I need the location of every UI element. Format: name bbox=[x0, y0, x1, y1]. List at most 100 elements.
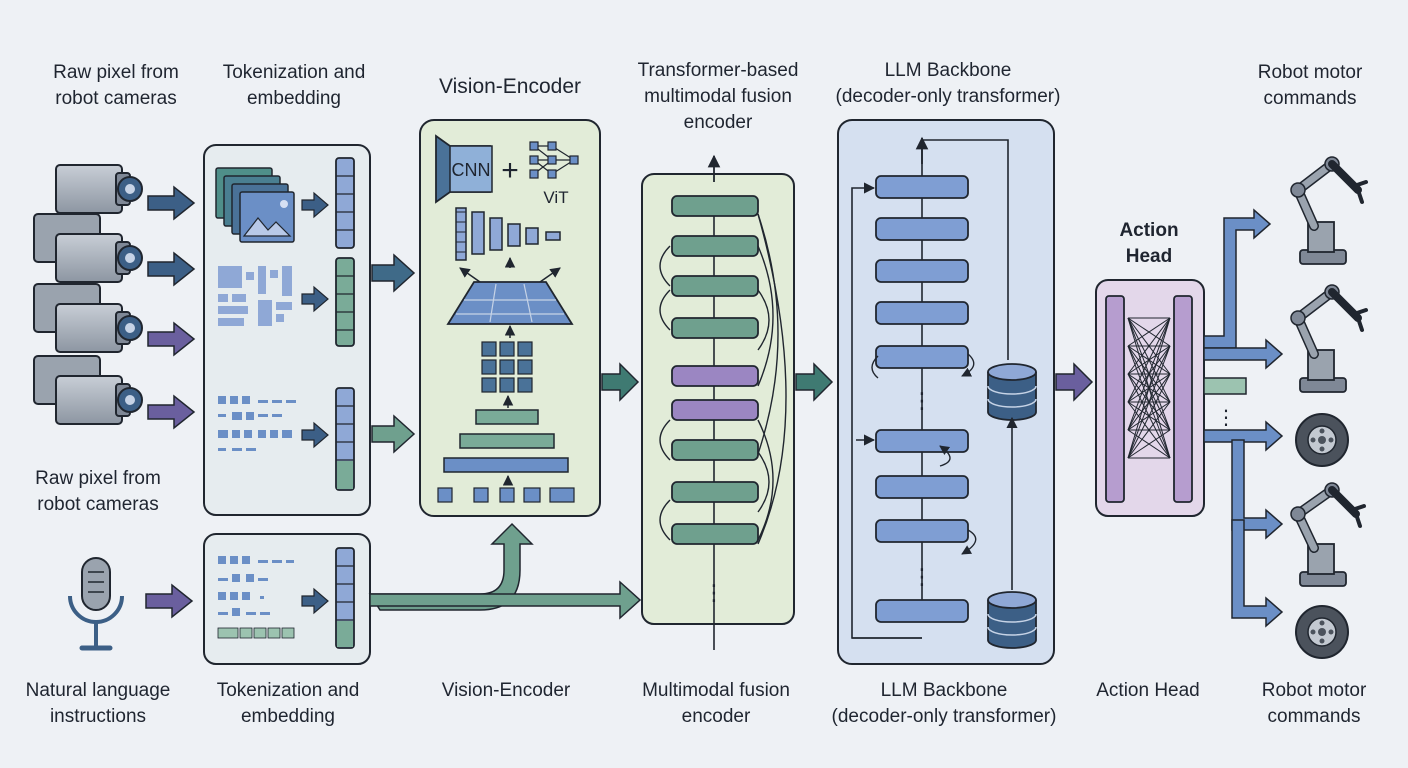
camera-icon bbox=[33, 283, 143, 353]
label-tokenization-bottom: Tokenization and embedding bbox=[216, 680, 360, 727]
cnn-icon: CNN bbox=[435, 134, 493, 204]
decoder-layer-block bbox=[875, 519, 969, 543]
label-natural-language: Natural language instructions bbox=[25, 680, 171, 727]
arrow-right-icon bbox=[371, 253, 416, 293]
label-tokenization-top: Tokenization and embedding bbox=[222, 62, 366, 109]
output-arrows bbox=[1203, 208, 1284, 628]
label-fusion-top: Transformer-based multimodal fusion enco… bbox=[637, 60, 799, 133]
label-action-head-top: Action Head bbox=[1119, 220, 1179, 267]
label-llm-top: LLM Backbone (decoder-only transformer) bbox=[835, 60, 1061, 107]
arrow-right-icon bbox=[145, 583, 194, 619]
token-column bbox=[335, 257, 355, 347]
decoder-layer-block bbox=[875, 345, 969, 369]
mesh-edge bbox=[1127, 317, 1171, 459]
fusion-encoder-box: ⋮ bbox=[641, 154, 795, 650]
cnn-label: CNN bbox=[452, 160, 491, 180]
label-vision-encoder-bottom: Vision-Encoder bbox=[441, 680, 571, 701]
arrow-right-icon bbox=[147, 251, 196, 287]
label-robot-motor-top: Robot motor commands bbox=[1257, 62, 1363, 109]
wheel-icon bbox=[1295, 413, 1349, 467]
database-icon bbox=[987, 591, 1037, 649]
mesh-edge bbox=[1127, 317, 1171, 347]
robot-arm-icon bbox=[1290, 284, 1368, 393]
mesh-edge bbox=[1127, 317, 1171, 403]
llm-backbone-box: ⋮ ⋮ bbox=[837, 119, 1055, 665]
plus-sign: + bbox=[501, 154, 519, 187]
fusion-layers bbox=[671, 195, 759, 545]
patch-grid-icon bbox=[481, 341, 533, 393]
fusion-layer-block bbox=[671, 195, 759, 217]
vit-network-icon bbox=[529, 141, 579, 179]
action-head-box bbox=[1095, 279, 1205, 517]
mesh-edge bbox=[1127, 429, 1171, 459]
fusion-layer-block bbox=[671, 317, 759, 339]
decoder-layer-block bbox=[875, 217, 969, 241]
llm-ellipsis-1: ⋮ bbox=[911, 389, 933, 414]
mesh-edge bbox=[1127, 317, 1171, 375]
arrow-right-icon bbox=[795, 362, 834, 402]
language-branch-arrow bbox=[368, 522, 642, 620]
camera-icon bbox=[33, 355, 143, 425]
label-fusion-bottom: Multimodal fusion encoder bbox=[642, 680, 790, 727]
decoder-layers bbox=[875, 175, 969, 623]
vit-label: ViT bbox=[543, 188, 568, 207]
robot-arm-icon bbox=[1290, 156, 1368, 265]
decoder-layer-block bbox=[875, 301, 969, 325]
decoder-layer-block bbox=[875, 259, 969, 283]
fusion-layer-block bbox=[671, 365, 759, 387]
skip-connections bbox=[851, 139, 1009, 639]
fusion-layer-block bbox=[671, 235, 759, 257]
arrow-right-icon bbox=[147, 394, 196, 430]
output-ellipsis: ⋮ bbox=[1216, 405, 1236, 429]
arrow-right-icon bbox=[147, 321, 196, 357]
mesh-edge bbox=[1127, 373, 1171, 459]
arrow-right-icon bbox=[147, 185, 196, 221]
arrow-right-icon bbox=[601, 362, 640, 402]
decoder-layer-block bbox=[875, 175, 969, 199]
vision-encoder-box: CNN + ViT bbox=[419, 119, 601, 517]
camera-icon bbox=[33, 213, 143, 283]
fully-connected-mesh bbox=[1127, 317, 1171, 459]
camera-group bbox=[33, 164, 143, 425]
arc-connections bbox=[871, 353, 977, 555]
mesh-edge bbox=[1127, 317, 1171, 431]
attention-plane-icon bbox=[446, 281, 574, 325]
arrow-right-icon bbox=[301, 587, 329, 615]
fusion-layer-block bbox=[671, 399, 759, 421]
fusion-layer-block bbox=[671, 523, 759, 545]
arrow-right-icon bbox=[301, 421, 329, 449]
token-column bbox=[335, 157, 355, 249]
fusion-layer-block bbox=[671, 481, 759, 503]
residual-connections bbox=[659, 213, 787, 545]
tokenization-box bbox=[203, 144, 371, 516]
label-llm-bottom: LLM Backbone (decoder-only transformer) bbox=[831, 680, 1057, 727]
fusion-layer-block bbox=[671, 439, 759, 461]
patch-grid-icon bbox=[218, 266, 292, 326]
feature-bars bbox=[455, 207, 561, 261]
label-robot-motor-bottom: Robot motor commands bbox=[1261, 680, 1367, 727]
camera-icon bbox=[55, 164, 143, 214]
arrow-right-icon bbox=[301, 191, 329, 219]
token-column bbox=[335, 547, 355, 649]
token-rows-icon bbox=[218, 396, 296, 451]
camera-arrows bbox=[147, 185, 196, 430]
token-column bbox=[335, 387, 355, 491]
decoder-layer-block bbox=[875, 475, 969, 499]
fusion-layer-block bbox=[671, 275, 759, 297]
decoder-layer-block bbox=[875, 429, 969, 453]
robot-arm-icon bbox=[1290, 482, 1366, 587]
label-raw-pixel-top: Raw pixel from robot cameras bbox=[53, 62, 179, 109]
image-stack-icon bbox=[215, 167, 295, 243]
llm-ellipsis-2: ⋮ bbox=[911, 565, 933, 590]
encoder-layers bbox=[443, 409, 569, 473]
wheel-icon bbox=[1295, 605, 1349, 659]
input-patches bbox=[437, 487, 575, 503]
mesh-edge bbox=[1127, 345, 1171, 459]
label-action-head-bottom: Action Head bbox=[1096, 680, 1200, 701]
arrow-right-icon bbox=[1055, 362, 1094, 402]
database-icon bbox=[987, 363, 1037, 421]
decoder-layer-block bbox=[875, 599, 969, 623]
arrow-right-icon bbox=[371, 414, 416, 454]
